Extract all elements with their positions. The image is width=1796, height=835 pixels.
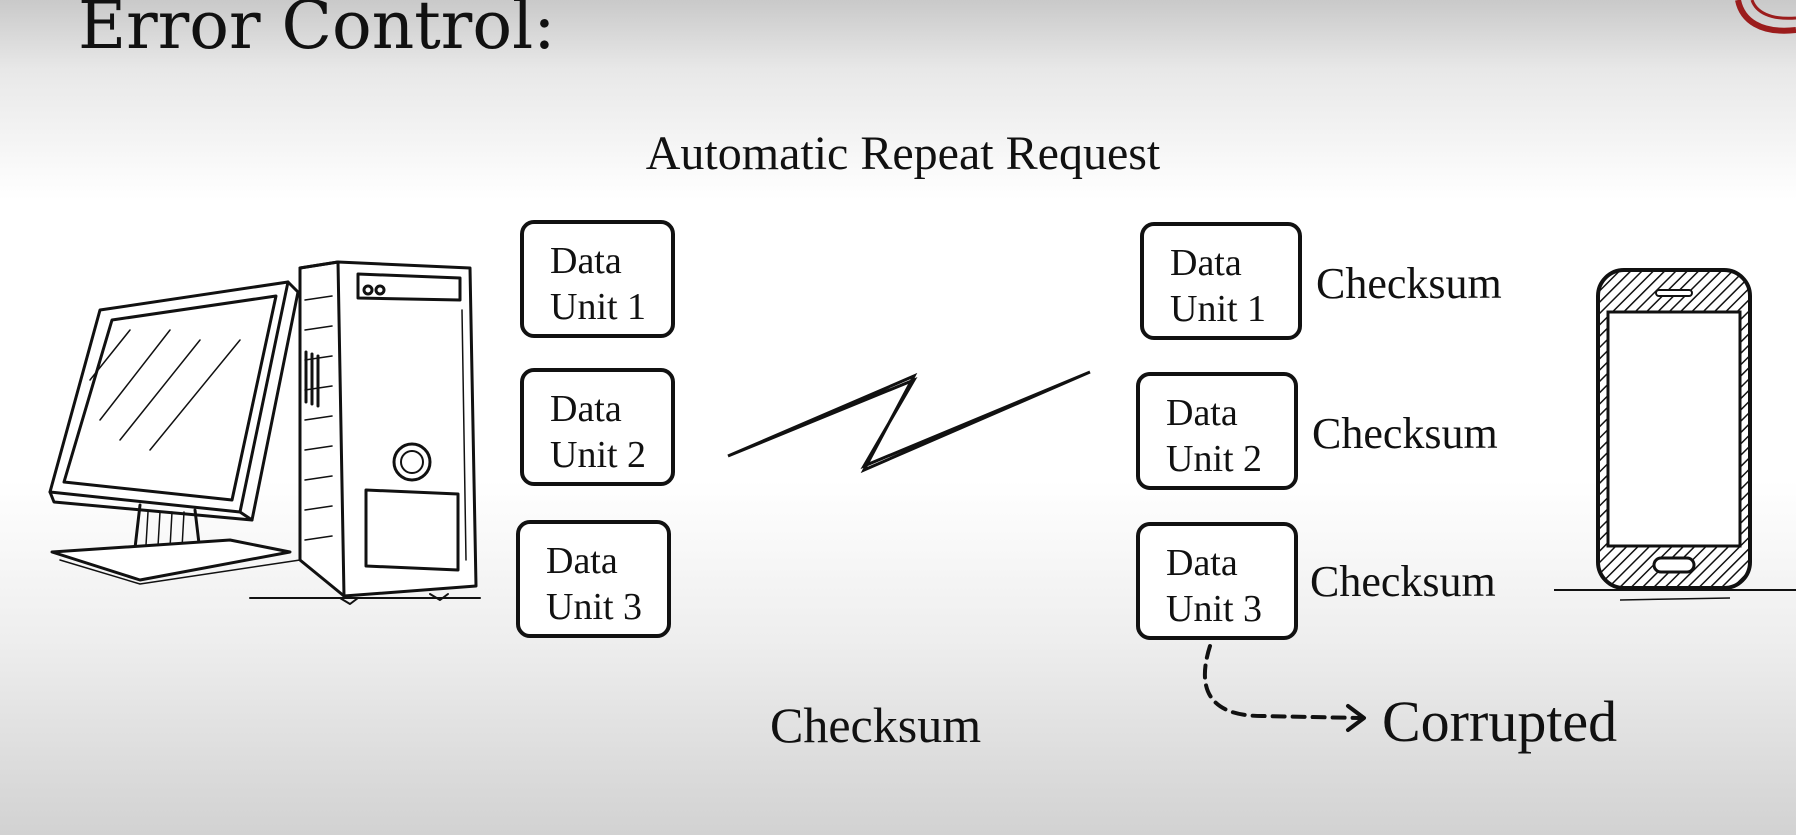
receiver-data-unit-1: Data Unit 1 <box>1140 222 1302 340</box>
sender-data-unit-2-label: Data Unit 2 <box>550 388 647 476</box>
checksum-tag-3: Checksum <box>1310 557 1496 606</box>
receiver-data-unit-3-label: Data Unit 3 <box>1166 542 1263 630</box>
corrupted-label: Corrupted <box>1382 689 1618 754</box>
checksum-tag-2: Checksum <box>1312 409 1498 458</box>
page-title: Error Control: <box>78 0 556 64</box>
sender-data-unit-2: Data Unit 2 <box>520 368 675 486</box>
diagram-subtitle: Automatic Repeat Request <box>645 127 1161 180</box>
checksum-tag-1: Checksum <box>1316 259 1502 308</box>
sender-data-unit-1: Data Unit 1 <box>520 220 675 338</box>
receiver-data-unit-2: Data Unit 2 <box>1136 372 1298 490</box>
receiver-data-unit-2-label: Data Unit 2 <box>1166 392 1263 480</box>
receiver-data-unit-1-label: Data Unit 1 <box>1170 242 1267 330</box>
sender-data-unit-3-label: Data Unit 3 <box>546 540 643 628</box>
receiver-data-unit-3: Data Unit 3 <box>1136 522 1298 640</box>
checksum-caption: Checksum <box>770 697 982 753</box>
sender-data-unit-1-label: Data Unit 1 <box>550 240 647 328</box>
sender-data-unit-3: Data Unit 3 <box>516 520 671 638</box>
